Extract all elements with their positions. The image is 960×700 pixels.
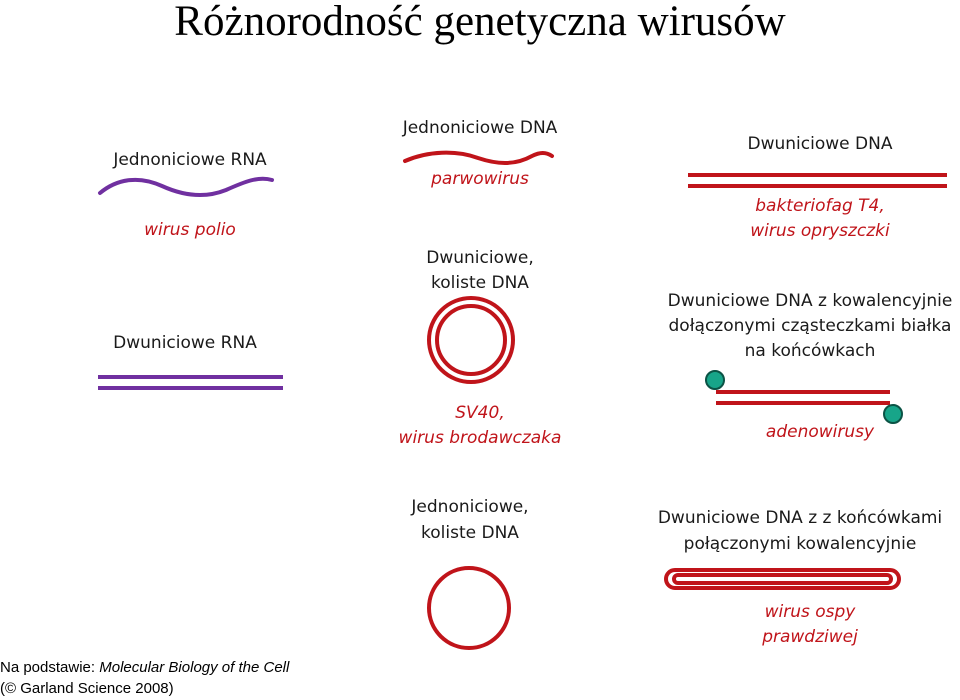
- ds-linked-example-1: wirus ospy: [764, 602, 856, 622]
- ss-dna-label: Jednoniciowe DNA: [402, 118, 558, 138]
- ss-rna-strand: [98, 176, 274, 197]
- source-credit-prefix: Na podstawie:: [0, 659, 96, 676]
- ss-circ-strand: [427, 566, 511, 650]
- source-credit-line1: Na podstawie: Molecular Biology of the C…: [0, 658, 289, 678]
- ds-circ-example-2: wirus brodawczaka: [398, 428, 562, 448]
- ds-dna-label: Dwuniciowe DNA: [747, 134, 893, 154]
- ss-circ-label-1: Jednoniciowe,: [411, 497, 529, 517]
- ss-circ-label-2: koliste DNA: [421, 523, 519, 543]
- ds-linked-label-1: Dwuniciowe DNA z z końcówkami: [657, 508, 943, 528]
- ds-linked-inner: [672, 573, 893, 585]
- page-title: Różnorodność genetyczna wirusów: [174, 0, 786, 45]
- ds-circ-label-2: koliste DNA: [431, 273, 529, 293]
- ds-protein-label-2: dołączonymi cząsteczkami białka: [668, 316, 952, 336]
- ds-protein-label-3: na końcówkach: [744, 341, 876, 361]
- source-credit-line2: (© Garland Science 2008): [0, 680, 174, 697]
- source-credit-book: Molecular Biology of the Cell: [99, 659, 290, 676]
- ds-linked-outer: [664, 568, 901, 590]
- ds-circ-example-1: SV40,: [455, 403, 505, 423]
- ds-circ-label-1: Dwuniciowe,: [426, 248, 534, 268]
- terminal-protein-left: [705, 370, 725, 390]
- ss-rna-example: wirus polio: [144, 220, 236, 240]
- ss-dna-example: parwowirus: [431, 169, 529, 189]
- ss-rna-label: Jednoniciowe RNA: [113, 150, 267, 170]
- ds-protein-example: adenowirusy: [765, 422, 875, 442]
- ds-linked-example-2: prawdziwej: [762, 627, 858, 647]
- ds-dna-example-1: bakteriofag T4,: [755, 196, 885, 216]
- ds-protein-label-1: Dwuniciowe DNA z kowalencyjnie: [667, 291, 953, 311]
- ds-rna-label: Dwuniciowe RNA: [113, 333, 257, 353]
- ds-circ-inner: [435, 304, 507, 376]
- ds-linked-label-2: połączonymi kowalencyjnie: [683, 534, 917, 554]
- terminal-protein-right: [883, 404, 903, 424]
- ss-dna-strand: [403, 150, 554, 165]
- ds-circ-outer: [427, 296, 515, 384]
- ds-dna-example-2: wirus opryszczki: [750, 221, 890, 241]
